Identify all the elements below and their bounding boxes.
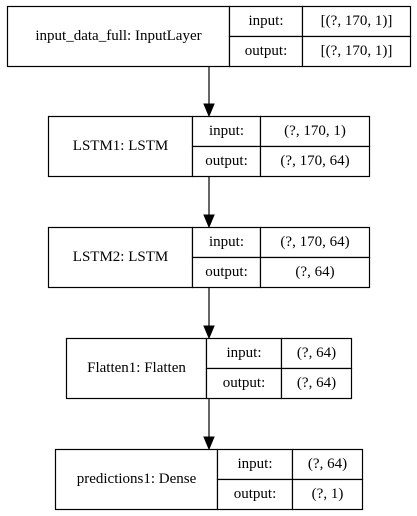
layer-node-lstm2: LSTM2: LSTM input: (?, 170, 64) output: … (47, 226, 371, 289)
io-key-cell-output (191, 145, 262, 178)
io-key-cell-output (216, 478, 294, 511)
io-value-label-output: (?, 1) (312, 486, 344, 502)
layer-name-label: input_data_full: InputLayer (35, 28, 201, 44)
io-key-label-input: input: (209, 123, 244, 139)
io-value-cell-output (301, 35, 412, 68)
io-value-label-input: (?, 64) (308, 456, 347, 472)
layer-name-label: LSTM1: LSTM (73, 138, 168, 154)
layer-name-cell (54, 448, 219, 511)
io-key-cell-output (205, 367, 283, 400)
io-value-label-input: [(?, 170, 1)] (321, 13, 393, 29)
layer-name-label: predictions1: Dense (77, 471, 197, 487)
layer-name-cell (47, 226, 194, 289)
io-value-cell-input (280, 337, 353, 370)
layer-node-input-data-full: input_data_full: InputLayer input: [(?, … (6, 5, 412, 68)
layer-name-cell (47, 115, 194, 178)
layer-node-predictions1: predictions1: Dense input: (?, 64) outpu… (54, 448, 364, 511)
io-key-label-output: output: (223, 375, 266, 391)
io-key-cell-input (191, 226, 262, 259)
io-value-cell-output (280, 367, 353, 400)
io-value-label-output: (?, 170, 64) (280, 153, 349, 169)
io-key-cell-input (205, 337, 283, 370)
io-key-cell-input (216, 448, 294, 481)
io-value-label-input: (?, 170, 1) (284, 123, 346, 139)
layer-name-cell (65, 337, 208, 400)
layer-node-lstm1: LSTM1: LSTM input: (?, 170, 1) output: (… (47, 115, 371, 178)
connector-arrow (203, 177, 215, 229)
io-key-label-output: output: (205, 153, 248, 169)
layer-name-label: LSTM2: LSTM (73, 249, 168, 265)
io-key-label-output: output: (234, 486, 277, 502)
connector-arrow (203, 67, 215, 118)
io-key-cell-output (191, 256, 262, 289)
io-key-label-input: input: (226, 345, 261, 361)
layer-name-label: Flatten1: Flatten (87, 360, 186, 376)
io-value-cell-input (259, 115, 371, 148)
io-value-cell-output (259, 145, 371, 178)
io-key-label-output: output: (245, 43, 288, 59)
io-key-label-input: input: (209, 234, 244, 250)
connector-arrow (203, 288, 215, 340)
layer-name-cell (6, 5, 231, 68)
connector-arrow (203, 399, 215, 451)
io-value-label-input: (?, 170, 64) (280, 234, 349, 250)
io-value-cell-input (259, 226, 371, 259)
io-value-label-output: (?, 64) (295, 264, 334, 280)
io-value-label-output: [(?, 170, 1)] (321, 43, 393, 59)
io-value-cell-output (259, 256, 371, 289)
io-key-label-input: input: (248, 13, 283, 29)
layer-node-flatten1: Flatten1: Flatten input: (?, 64) output:… (65, 337, 353, 400)
io-value-cell-output (291, 478, 364, 511)
io-value-label-input: (?, 64) (297, 345, 336, 361)
io-key-label-input: input: (237, 456, 272, 472)
io-value-cell-input (291, 448, 364, 481)
io-key-label-output: output: (205, 264, 248, 280)
io-value-label-output: (?, 64) (297, 375, 336, 391)
io-key-cell-input (228, 5, 304, 38)
